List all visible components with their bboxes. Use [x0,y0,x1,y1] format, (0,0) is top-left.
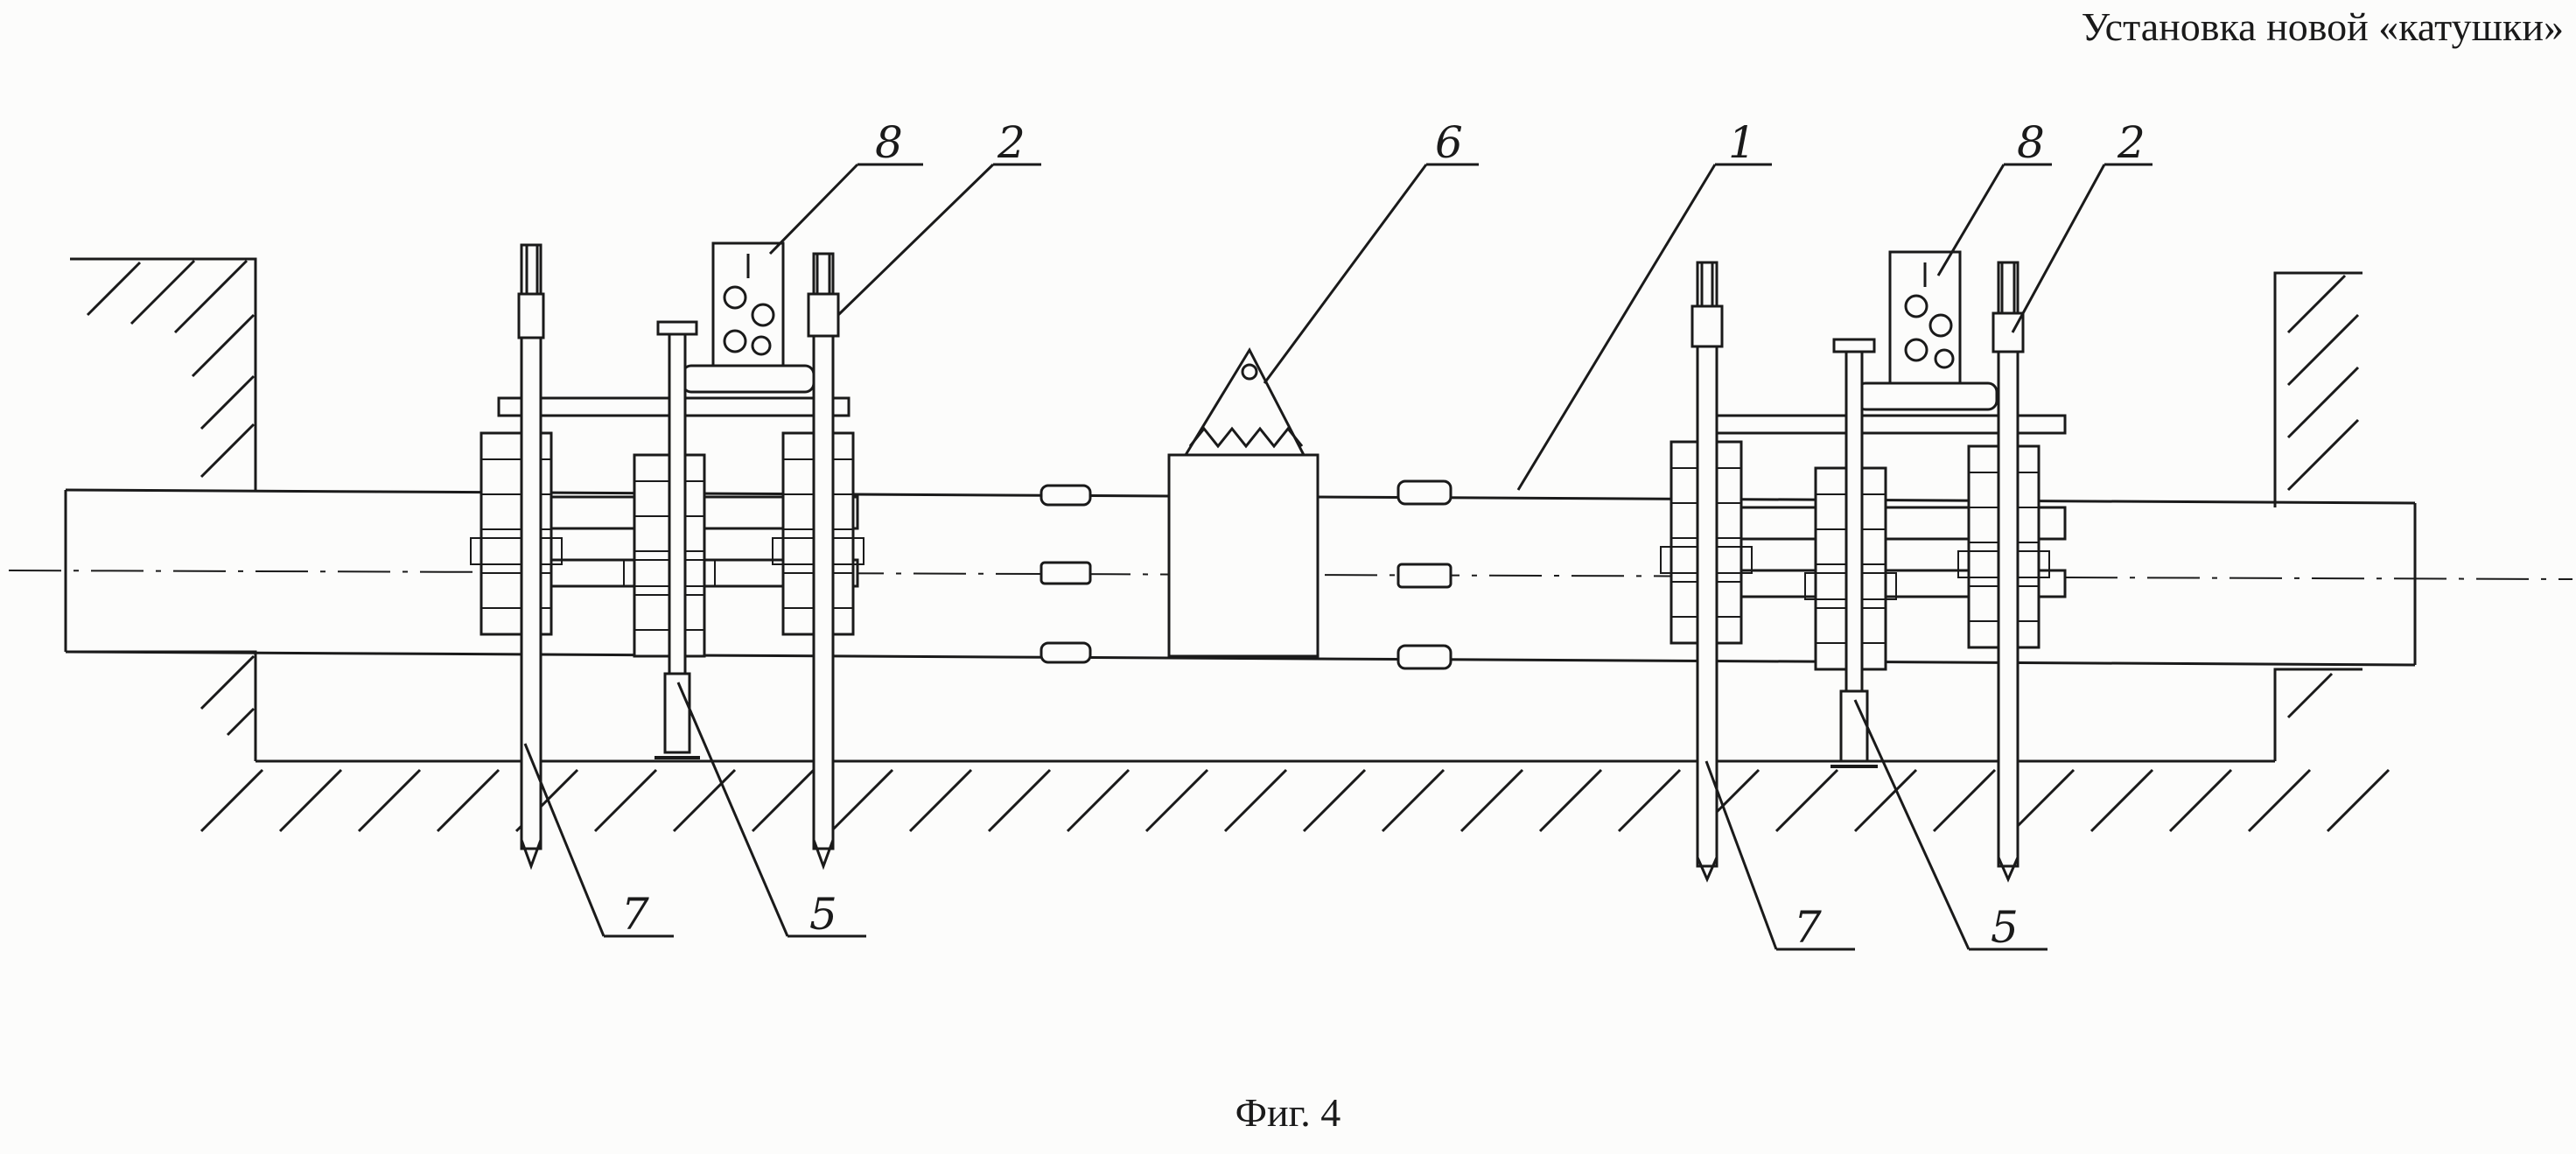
label-bracket-left: 2 [997,117,1026,168]
right-clamp-assembly [1659,250,2067,883]
label-bracket-right: 2 [2117,117,2146,168]
ground-hatching [200,768,2390,833]
label-pipe: 1 [1728,117,1756,168]
leader-lines [523,163,2152,951]
sheet-title: Установка новой «катушки» [2081,4,2564,49]
label-sleeve: 6 [1435,117,1463,168]
pipe-markers [1040,479,1452,670]
left-clamp-assembly [469,241,865,871]
label-jack-left: 8 [875,117,903,168]
repair-sleeve [1167,346,1320,658]
right-wall [2273,271,2362,761]
label-anchor-right: 7 [1794,902,1822,953]
label-jack-right: 8 [2017,117,2045,168]
label-anchor-left: 7 [621,889,649,940]
label-support-left: 5 [809,889,837,940]
label-support-right: 5 [1991,902,2019,953]
figure-caption: Фиг. 4 [1235,1090,1341,1135]
